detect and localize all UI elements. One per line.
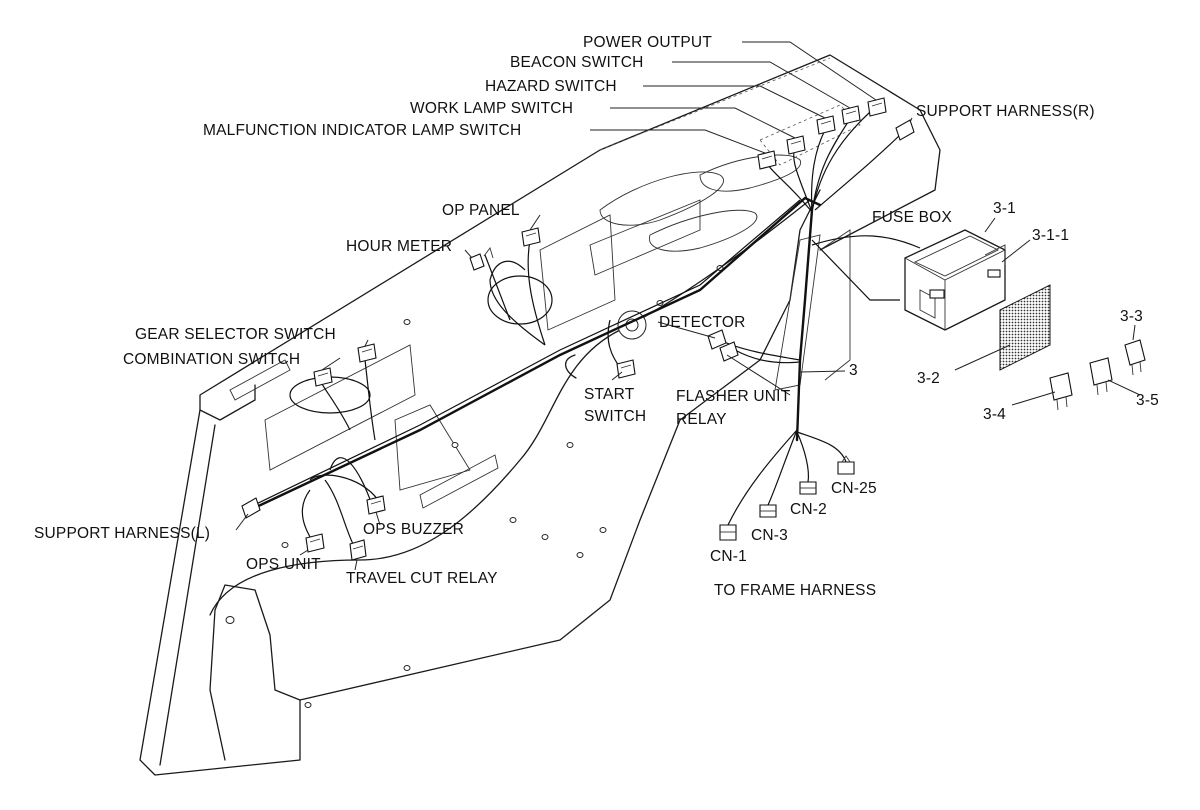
fuse-box bbox=[904, 229, 1006, 331]
connector-cn-2 bbox=[799, 481, 817, 495]
label-part-3-3: 3-3 bbox=[1120, 308, 1143, 325]
connector-gear-selector-switch bbox=[357, 343, 377, 363]
connector-support-harness-l bbox=[241, 497, 261, 519]
connector-detector bbox=[707, 329, 727, 350]
label-start-switch-line2: SWITCH bbox=[584, 408, 646, 425]
label-beacon-switch: BEACON SWITCH bbox=[510, 54, 644, 71]
label-part-3-5: 3-5 bbox=[1136, 392, 1159, 409]
label-hour-meter: HOUR METER bbox=[346, 238, 452, 255]
label-fuse-box: FUSE BOX bbox=[872, 209, 952, 226]
connector-power-output bbox=[867, 97, 887, 117]
mounting-holes bbox=[225, 265, 724, 708]
fuse-cover-mesh bbox=[999, 284, 1051, 371]
label-cn-2: CN-2 bbox=[790, 501, 827, 518]
label-part-3-4: 3-4 bbox=[983, 406, 1006, 423]
label-start-switch-line1: START bbox=[584, 386, 635, 403]
label-detector: DETECTOR bbox=[659, 314, 746, 331]
fuse-3-3 bbox=[1124, 339, 1146, 376]
label-ops-buzzer: OPS BUZZER bbox=[363, 521, 464, 538]
fuse-3-4 bbox=[1049, 372, 1073, 411]
label-flasher-unit: FLASHER UNIT bbox=[676, 388, 791, 405]
connector-support-harness-r bbox=[895, 119, 915, 141]
connector-work-lamp-switch bbox=[786, 135, 806, 155]
connector-cn-3 bbox=[759, 504, 777, 518]
label-travel-cut-relay: TRAVEL CUT RELAY bbox=[346, 570, 498, 587]
connector-hour-meter bbox=[469, 247, 494, 271]
main-harness bbox=[248, 111, 921, 549]
connector-travel-cut-relay bbox=[349, 539, 367, 561]
label-to-frame-harness: TO FRAME HARNESS bbox=[714, 582, 876, 599]
dash-panel-body bbox=[139, 54, 941, 776]
connectors bbox=[241, 97, 915, 561]
connector-combination-switch bbox=[313, 367, 333, 387]
label-ops-unit: OPS UNIT bbox=[246, 556, 321, 573]
connector-flasher-unit-relay bbox=[719, 341, 739, 362]
label-hazard-switch: HAZARD SWITCH bbox=[485, 78, 617, 95]
leader-lines bbox=[235, 41, 1141, 571]
connector-start-switch bbox=[616, 359, 636, 379]
label-malfunction-indicator-lamp-switch: MALFUNCTION INDICATOR LAMP SWITCH bbox=[203, 122, 521, 139]
label-power-output: POWER OUTPUT bbox=[583, 34, 712, 51]
label-part-3: 3 bbox=[849, 362, 858, 379]
connector-hazard-switch bbox=[816, 115, 836, 135]
connector-op-panel bbox=[521, 227, 541, 247]
labels: POWER OUTPUT BEACON SWITCH HAZARD SWITCH… bbox=[34, 34, 1159, 599]
connector-cn-25 bbox=[837, 455, 855, 475]
label-work-lamp-switch: WORK LAMP SWITCH bbox=[410, 100, 573, 117]
label-cn-3: CN-3 bbox=[751, 527, 788, 544]
connector-cn-1 bbox=[719, 524, 737, 541]
connector-beacon-switch bbox=[841, 105, 861, 125]
label-gear-selector-switch: GEAR SELECTOR SWITCH bbox=[135, 326, 336, 343]
label-part-3-1: 3-1 bbox=[993, 200, 1016, 217]
connector-ops-buzzer bbox=[366, 495, 386, 515]
label-relay: RELAY bbox=[676, 411, 727, 428]
label-part-3-2: 3-2 bbox=[917, 370, 940, 387]
label-support-harness-r: SUPPORT HARNESS(R) bbox=[916, 103, 1095, 120]
label-op-panel: OP PANEL bbox=[442, 202, 520, 219]
connector-malfunction-lamp-switch bbox=[757, 150, 777, 170]
connector-ops-unit bbox=[305, 533, 325, 553]
label-combination-switch: COMBINATION SWITCH bbox=[123, 351, 300, 368]
label-cn-25: CN-25 bbox=[831, 480, 877, 497]
label-part-3-1-1: 3-1-1 bbox=[1032, 227, 1069, 244]
label-cn-1: CN-1 bbox=[710, 548, 747, 565]
fuse-3-5 bbox=[1089, 357, 1113, 396]
label-support-harness-l: SUPPORT HARNESS(L) bbox=[34, 525, 210, 542]
